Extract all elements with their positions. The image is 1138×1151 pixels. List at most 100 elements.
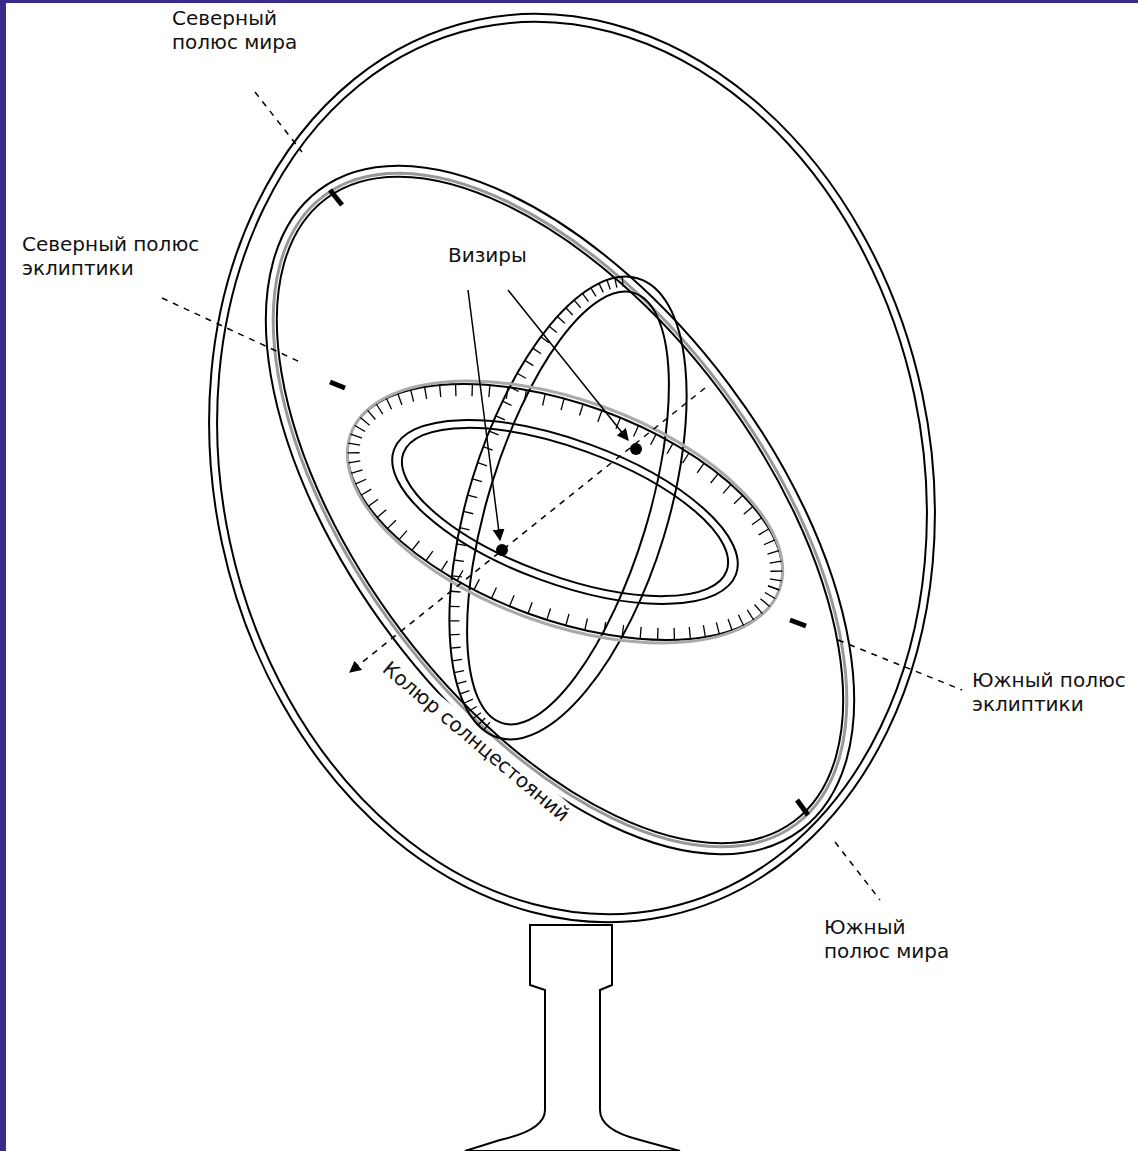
scale-tick [723, 483, 731, 495]
scale-tick [486, 385, 493, 397]
scale-tick [670, 628, 678, 640]
scale-tick [612, 278, 619, 288]
scale-tick [468, 384, 475, 396]
scale-tick [504, 387, 510, 399]
ecliptic-ring [312, 329, 817, 695]
scale-tick [368, 497, 378, 509]
scale-tick [581, 293, 590, 301]
scale-tick [468, 495, 478, 498]
scale-tick [450, 632, 460, 638]
scale-tick [473, 711, 481, 720]
scale-tick [354, 425, 366, 431]
scale-tick [387, 518, 396, 530]
scale-tick [451, 645, 461, 651]
scale-tick [734, 494, 743, 506]
scale-tick [472, 479, 482, 482]
scale-tick [736, 615, 747, 626]
scale-tick [683, 452, 689, 464]
scale-tick [598, 411, 602, 422]
scale-tick [620, 277, 626, 287]
scale-tick [697, 462, 704, 474]
scale-tick [589, 288, 598, 297]
scale-tick [637, 627, 644, 639]
scale-tick [460, 527, 470, 531]
scale-tick [560, 399, 565, 411]
scale-tick [478, 717, 485, 727]
scale-tick [399, 529, 407, 541]
scale-tick [565, 614, 570, 626]
scale-tick [753, 604, 765, 613]
scale-tick [348, 457, 360, 466]
pivot [797, 800, 808, 815]
leader-line [468, 290, 500, 540]
pole-label: Северный полюс мира [170, 6, 314, 54]
pole-label: Северный полюс эклиптики [20, 232, 214, 280]
scale-tick [768, 586, 779, 590]
scale-tick [510, 595, 515, 606]
scale-tick [764, 537, 775, 548]
scale-tick [602, 622, 608, 634]
scale-tick [597, 283, 606, 292]
scale-tick [450, 604, 460, 609]
scale-tick [395, 394, 405, 405]
scale-tick [770, 567, 782, 575]
scale-tick [605, 280, 613, 289]
scale-tick [502, 401, 512, 405]
scale-tick [495, 416, 505, 420]
scale-tick [468, 704, 477, 713]
scale-tick [491, 587, 496, 599]
scale-tick [667, 443, 673, 455]
slide-edge [0, 0, 1138, 3]
scale-tick [460, 688, 469, 696]
meridian-ring [127, 0, 1018, 990]
scale-tick [752, 515, 762, 527]
scale-tick [489, 431, 499, 435]
axis-lines [162, 92, 962, 900]
scale-tick [522, 390, 528, 402]
scale-tick [579, 404, 584, 415]
scale-tick [759, 599, 771, 607]
scale-tick [474, 579, 479, 591]
scale-tick [583, 619, 588, 631]
scale-tick [454, 668, 464, 675]
scale-tick [426, 550, 433, 562]
scale-tick [384, 398, 395, 409]
scale-tick [541, 394, 546, 406]
scale-tick [484, 721, 490, 731]
scale-tick [770, 557, 782, 566]
part-label: Визиры [446, 243, 529, 267]
scale-tick [457, 679, 467, 687]
scale-tick [759, 526, 769, 537]
scale-tick [620, 625, 626, 637]
scale-tick [477, 463, 487, 466]
scale-tick [449, 618, 459, 624]
slide-edge [0, 0, 6, 1151]
scale-tick [713, 622, 723, 634]
scale-tick [764, 592, 776, 598]
scale-tick [651, 434, 656, 446]
scale-tick [348, 441, 360, 447]
scale-tick [441, 560, 447, 572]
pole-label: Южный полюс эклиптики [970, 668, 1132, 716]
scale-tick [768, 547, 779, 557]
scale-tick [573, 300, 583, 308]
stand [465, 925, 680, 1151]
scale-tick [377, 508, 386, 520]
pivot [330, 190, 342, 205]
pivot [790, 620, 806, 626]
scale-tick [654, 628, 661, 640]
scale-tick [532, 348, 542, 354]
scale-tick [351, 434, 362, 438]
scale-tick [548, 326, 558, 332]
scale-tick [528, 602, 532, 613]
scale-tick [556, 317, 566, 324]
scale-tick [348, 449, 360, 457]
scale-tick [745, 610, 756, 620]
scale-tick [634, 425, 639, 437]
scale-tick [412, 540, 419, 552]
scale-tick [454, 559, 464, 563]
scale-tick [366, 410, 378, 419]
scale-tick [770, 577, 782, 583]
pivot [330, 382, 345, 388]
